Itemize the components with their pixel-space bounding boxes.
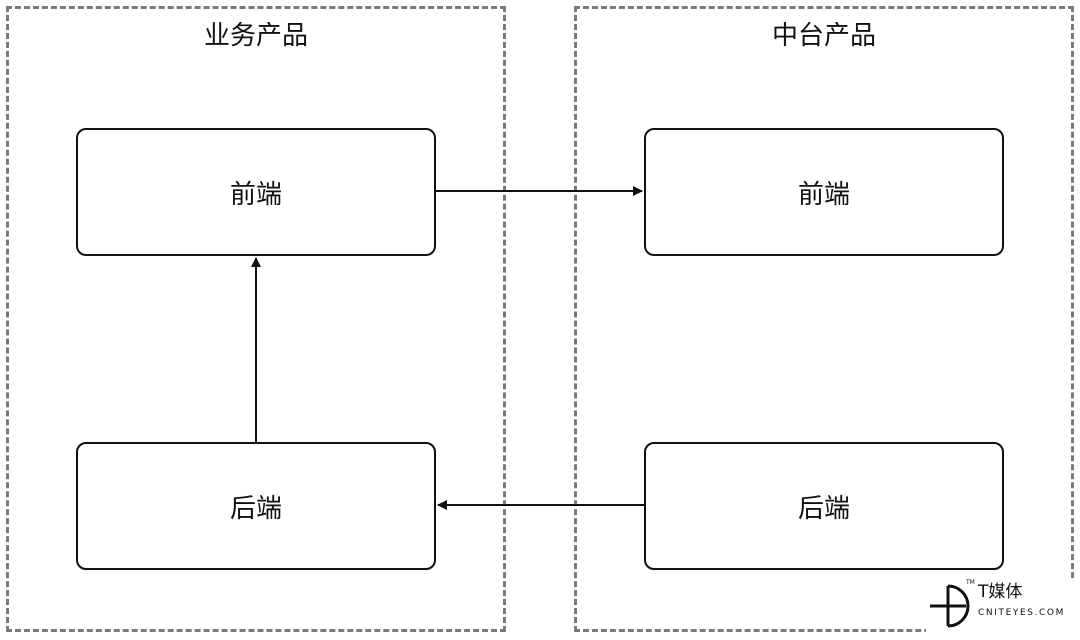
watermark-name: T媒体 bbox=[978, 582, 1023, 602]
watermark-url: CNITEYES.COM bbox=[978, 608, 1065, 618]
trademark-mark: TM bbox=[966, 579, 975, 586]
cniteyes-logo-icon bbox=[930, 584, 970, 628]
middle-platform-product-group bbox=[574, 6, 1074, 632]
business-product-group bbox=[6, 6, 506, 632]
business-frontend-node: 前端 bbox=[76, 128, 436, 256]
middle-platform-frontend-node: 前端 bbox=[644, 128, 1004, 256]
watermark-logo: TM T媒体 CNITEYES.COM bbox=[926, 580, 1074, 632]
middle-platform-backend-node: 后端 bbox=[644, 442, 1004, 570]
middle-platform-product-title: 中台产品 bbox=[771, 21, 876, 51]
business-backend-node: 后端 bbox=[76, 442, 436, 570]
business-product-title: 业务产品 bbox=[203, 21, 308, 51]
